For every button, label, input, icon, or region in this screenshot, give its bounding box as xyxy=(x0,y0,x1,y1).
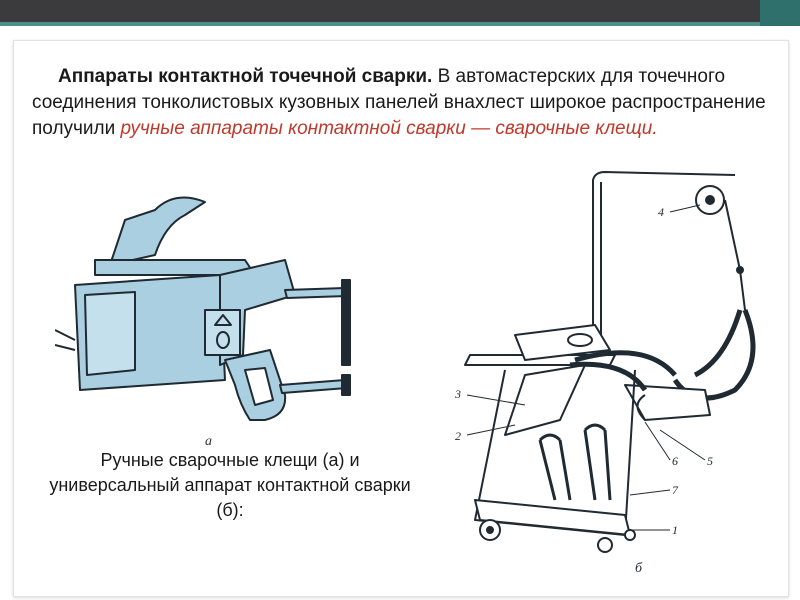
callout-2: 2 xyxy=(455,429,461,443)
welding-machine-drawing: 4 3 2 5 6 7 1 б xyxy=(454,171,756,576)
figure-a-label: а xyxy=(205,434,212,449)
figure-caption: Ручные сварочные клещи (а) и универсальн… xyxy=(49,450,411,520)
callout-4: 4 xyxy=(658,205,664,219)
callout-3: 3 xyxy=(454,387,461,401)
figure-b-label: б xyxy=(635,561,643,576)
top-bar xyxy=(0,0,800,22)
slide-frame xyxy=(13,40,789,597)
intro-paragraph: Аппараты контактной точечной сварки. В а… xyxy=(32,64,772,142)
top-bar-decoration xyxy=(760,0,800,26)
callout-5: 5 xyxy=(707,454,713,468)
welding-tongs-drawing: а xyxy=(55,196,351,449)
top-bar-accent xyxy=(0,22,800,26)
heading-bold: Аппараты контактной точечной сварки. xyxy=(58,66,433,87)
callout-6: 6 xyxy=(672,454,678,468)
body-text: В автомастерских для точечного соединени… xyxy=(32,66,766,139)
callout-7: 7 xyxy=(672,483,679,497)
highlight-text: ручные аппараты контактной сварки — свар… xyxy=(120,118,658,139)
callout-1: 1 xyxy=(672,523,678,537)
